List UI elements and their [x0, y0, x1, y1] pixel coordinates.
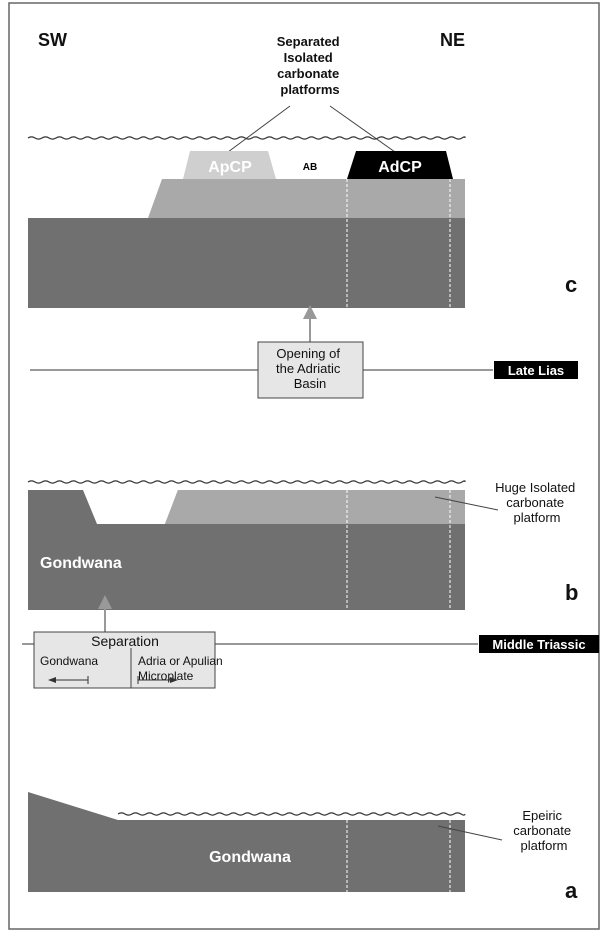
- adriatic-basin-label: AB: [303, 162, 317, 173]
- opening-adriatic-basin-text: Opening of the Adriatic Basin: [276, 346, 344, 391]
- huge-platform-callout: Huge Isolated carbonate platform: [495, 480, 579, 525]
- platform-layer: [148, 179, 465, 218]
- arrow-right-icon: [170, 677, 178, 683]
- separation-gondwana: Gondwana: [40, 654, 98, 668]
- callout-leader-epeiric-platform: [437, 825, 503, 841]
- separation-box: [33, 631, 216, 689]
- panel-c-callout: Separated Isolated carbonate platforms: [277, 34, 344, 97]
- basement-block: [28, 792, 465, 892]
- panel-a-letter: a: [565, 878, 578, 903]
- callout-leader-apcp: [227, 105, 291, 153]
- panel-b-letter: b: [565, 580, 578, 605]
- sea-level-wave: [27, 136, 466, 140]
- panel-a: Gondwana Epeiric carbonate platform a: [28, 792, 578, 903]
- callout-leader-huge-platform: [434, 496, 499, 511]
- orientation-ne-label: NE: [440, 30, 465, 50]
- panel-b: Gondwana Huge Isolated carbonate platfor…: [27, 480, 579, 610]
- orientation-sw-label: SW: [38, 30, 67, 50]
- callout-leader-adcp: [329, 105, 396, 153]
- gondwana-label-b: Gondwana: [40, 555, 122, 572]
- event-middle-triassic: Separation Gondwana Adria or Apulian Mic…: [22, 595, 599, 689]
- separation-title: Separation: [91, 633, 159, 649]
- gondwana-label-a: Gondwana: [209, 849, 291, 866]
- middle-triassic-tag: Middle Triassic: [492, 637, 585, 652]
- apcp-label: ApCP: [208, 159, 252, 176]
- sea-level-wave: [117, 812, 466, 816]
- adcp-label: AdCP: [378, 159, 422, 176]
- late-lias-tag-bg: [494, 361, 578, 379]
- panel-c: Separated Isolated carbonate platforms A…: [27, 34, 577, 308]
- huge-isolated-platform-light: [165, 490, 465, 524]
- opening-adriatic-basin-box: [257, 341, 364, 399]
- late-lias-tag: Late Lias: [508, 363, 564, 378]
- adriatic-carbonate-platform: [347, 151, 453, 179]
- middle-triassic-tag-bg: [479, 635, 599, 653]
- basement-block: [28, 218, 465, 308]
- event-late-lias: Opening of the Adriatic Basin Late Lias: [30, 305, 578, 399]
- apulian-carbonate-platform: [183, 151, 276, 179]
- figure-frame: [8, 2, 600, 930]
- sea-level-wave: [27, 480, 466, 484]
- arrow-left-icon: [48, 677, 56, 683]
- epeiric-platform-callout: Epeiric carbonate platform: [513, 808, 574, 853]
- panel-c-letter: c: [565, 272, 577, 297]
